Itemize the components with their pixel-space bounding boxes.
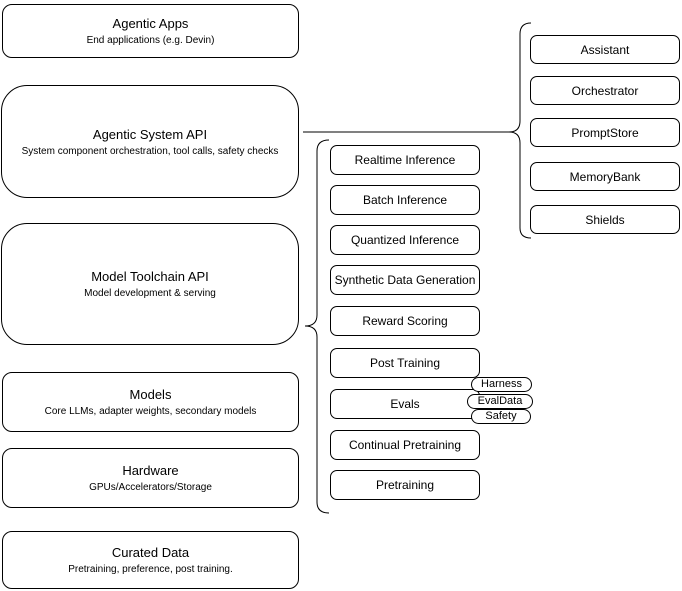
node-title: Agentic System API: [92, 126, 208, 142]
node-subtitle: System component orchestration, tool cal…: [21, 145, 279, 157]
node-evaldata-pill: EvalData: [467, 394, 533, 409]
node-agentic-system-api: Agentic System API System component orch…: [1, 85, 299, 198]
node-title: Models: [129, 387, 172, 402]
node-subtitle: Model development & serving: [84, 288, 216, 299]
node-evals: Evals: [330, 389, 480, 419]
node-reward-scoring: Reward Scoring: [330, 306, 480, 336]
node-title: Hardware: [122, 463, 179, 478]
node-orchestrator: Orchestrator: [530, 76, 680, 105]
node-shields: Shields: [530, 205, 680, 234]
node-promptstore: PromptStore: [530, 118, 680, 147]
node-batch-inference: Batch Inference: [330, 185, 480, 215]
node-assistant: Assistant: [530, 35, 680, 64]
node-post-training: Post Training: [330, 348, 480, 378]
node-models: Models Core LLMs, adapter weights, secon…: [2, 372, 299, 432]
system-components-brace: [508, 22, 532, 239]
node-curated-data: Curated Data Pretraining, preference, po…: [2, 531, 299, 589]
toolchain-brace: [304, 139, 330, 514]
node-subtitle: GPUs/Accelerators/Storage: [89, 482, 212, 493]
node-hardware: Hardware GPUs/Accelerators/Storage: [2, 448, 299, 508]
node-memorybank: MemoryBank: [530, 162, 680, 191]
node-title: Curated Data: [111, 545, 190, 560]
node-continual-pretraining: Continual Pretraining: [330, 430, 480, 460]
node-subtitle: End applications (e.g. Devin): [86, 35, 215, 46]
node-title: Model Toolchain API: [91, 269, 209, 284]
node-harness-pill: Harness: [471, 377, 532, 392]
node-quantized-inference: Quantized Inference: [330, 225, 480, 255]
node-subtitle: Core LLMs, adapter weights, secondary mo…: [44, 406, 257, 417]
node-synthetic-data-generation: Synthetic Data Generation: [330, 265, 480, 295]
node-safety-pill: Safety: [471, 409, 531, 424]
node-realtime-inference: Realtime Inference: [330, 145, 480, 175]
node-model-toolchain-api: Model Toolchain API Model development & …: [1, 223, 299, 345]
node-title: Agentic Apps: [112, 16, 189, 31]
node-pretraining: Pretraining: [330, 470, 480, 500]
node-agentic-apps: Agentic Apps End applications (e.g. Devi…: [2, 4, 299, 58]
node-subtitle: Pretraining, preference, post training.: [68, 564, 233, 575]
